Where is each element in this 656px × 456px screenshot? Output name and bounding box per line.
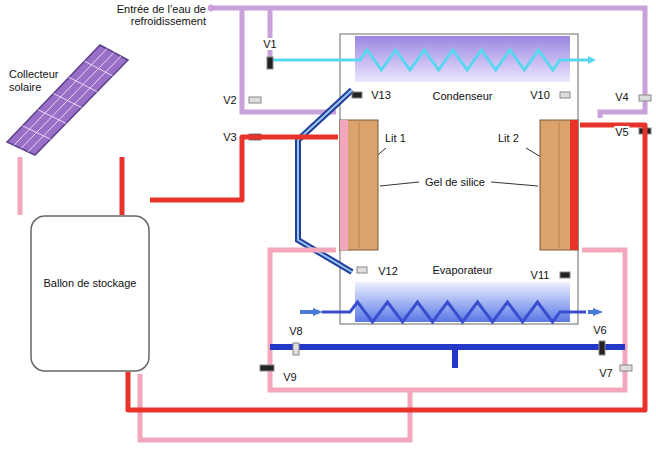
pipe-connector (18, 157, 23, 215)
condenser-coil (272, 50, 592, 70)
vessel (340, 34, 578, 324)
silica-gel-bed (340, 120, 378, 250)
evaporator-coil (300, 302, 598, 322)
return-pipe (140, 250, 625, 440)
valve-symbols (249, 57, 651, 371)
material-label: Gel de silice (424, 176, 486, 188)
chilled-water-bar (270, 347, 625, 368)
valve-label: V2 (222, 94, 237, 106)
storage-tank: Ballon de stockage (30, 215, 150, 372)
node-label: Ballon de stockage (30, 277, 150, 290)
collector-panel (7, 45, 128, 155)
node-shape (5, 42, 130, 157)
pipe-connector (120, 157, 125, 215)
node-label: Collecteur solaire (9, 68, 67, 93)
node-shape (338, 118, 420, 254)
inlet-label: Entrée de l’eau de refroidissement (65, 3, 207, 27)
pipe-connector (150, 137, 338, 200)
node-label: Lit 2 (498, 132, 532, 145)
solar-collector: Collecteur solaire (5, 42, 130, 157)
valve-label: V5 (614, 126, 629, 138)
adsorber-bed: Lit 1 (338, 118, 420, 254)
valve-label: V10 (529, 89, 551, 101)
valve-label: V6 (592, 324, 607, 336)
valve-label: V8 (288, 325, 303, 337)
valve-label: V7 (598, 367, 613, 379)
valve-label: V4 (614, 91, 629, 103)
valve-label: V9 (282, 371, 297, 383)
vapour-tube (298, 90, 352, 272)
valve-label: V3 (222, 131, 237, 143)
silica-gel-bed (540, 120, 578, 250)
cooling-water-pipe (208, 8, 645, 118)
adsorber-bed: Lit 2 (492, 118, 580, 254)
node-shape (30, 215, 150, 372)
valve-label: V11 (530, 269, 551, 281)
valve-label: V12 (377, 265, 399, 277)
valve-label: V13 (370, 89, 392, 101)
node-label: Lit 1 (385, 132, 419, 145)
valve-label: V1 (262, 38, 277, 50)
tank-outline (31, 216, 149, 371)
